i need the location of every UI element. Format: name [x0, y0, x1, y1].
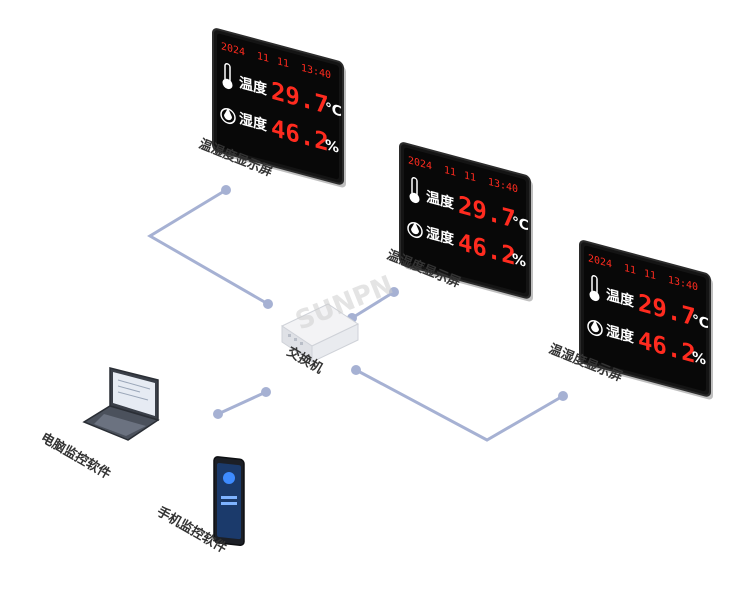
link-display-2: [350, 290, 396, 320]
network-switch: [280, 303, 360, 363]
display-3-hum-unit: %: [692, 349, 706, 368]
display-3-month: 11: [624, 263, 636, 277]
link-phone: [216, 390, 268, 416]
smartphone: [213, 456, 245, 547]
display-2-hum-unit: %: [512, 251, 526, 270]
display-3-temp-unit: ℃: [692, 312, 709, 332]
display-3: 2024 11 11 13:40 温度 29.7 ℃ 湿度 46.2 %: [579, 240, 713, 400]
display-1-hum-unit: %: [325, 137, 339, 156]
thermometer-icon: [222, 63, 233, 90]
display-2-month: 11: [444, 165, 456, 179]
thermometer-icon: [589, 275, 600, 302]
display-1-temp-unit: ℃: [325, 100, 342, 120]
display-3-day: 11: [644, 268, 656, 282]
display-2-day: 11: [464, 170, 476, 184]
link-display-1: [147, 188, 270, 306]
connection-dots: [213, 185, 568, 419]
thermometer-icon: [409, 177, 420, 204]
droplet-icon: [220, 107, 236, 125]
display-1-day: 11: [277, 56, 289, 70]
droplet-icon: [587, 319, 603, 337]
laptop-label: 电脑监控软件: [38, 430, 114, 483]
connection-lines: [147, 188, 565, 442]
display-2: 2024 11 11 13:40 温度 29.7 ℃ 湿度 46.2 %: [399, 142, 533, 302]
display-1: 2024 11 11 13:40 温度 29.7 ℃ 湿度 46.2 %: [212, 28, 346, 188]
link-display-3: [354, 368, 565, 442]
droplet-icon: [407, 221, 423, 239]
display-1-month: 11: [257, 51, 269, 65]
laptop: [82, 367, 160, 441]
display-2-temp-unit: ℃: [512, 214, 529, 234]
